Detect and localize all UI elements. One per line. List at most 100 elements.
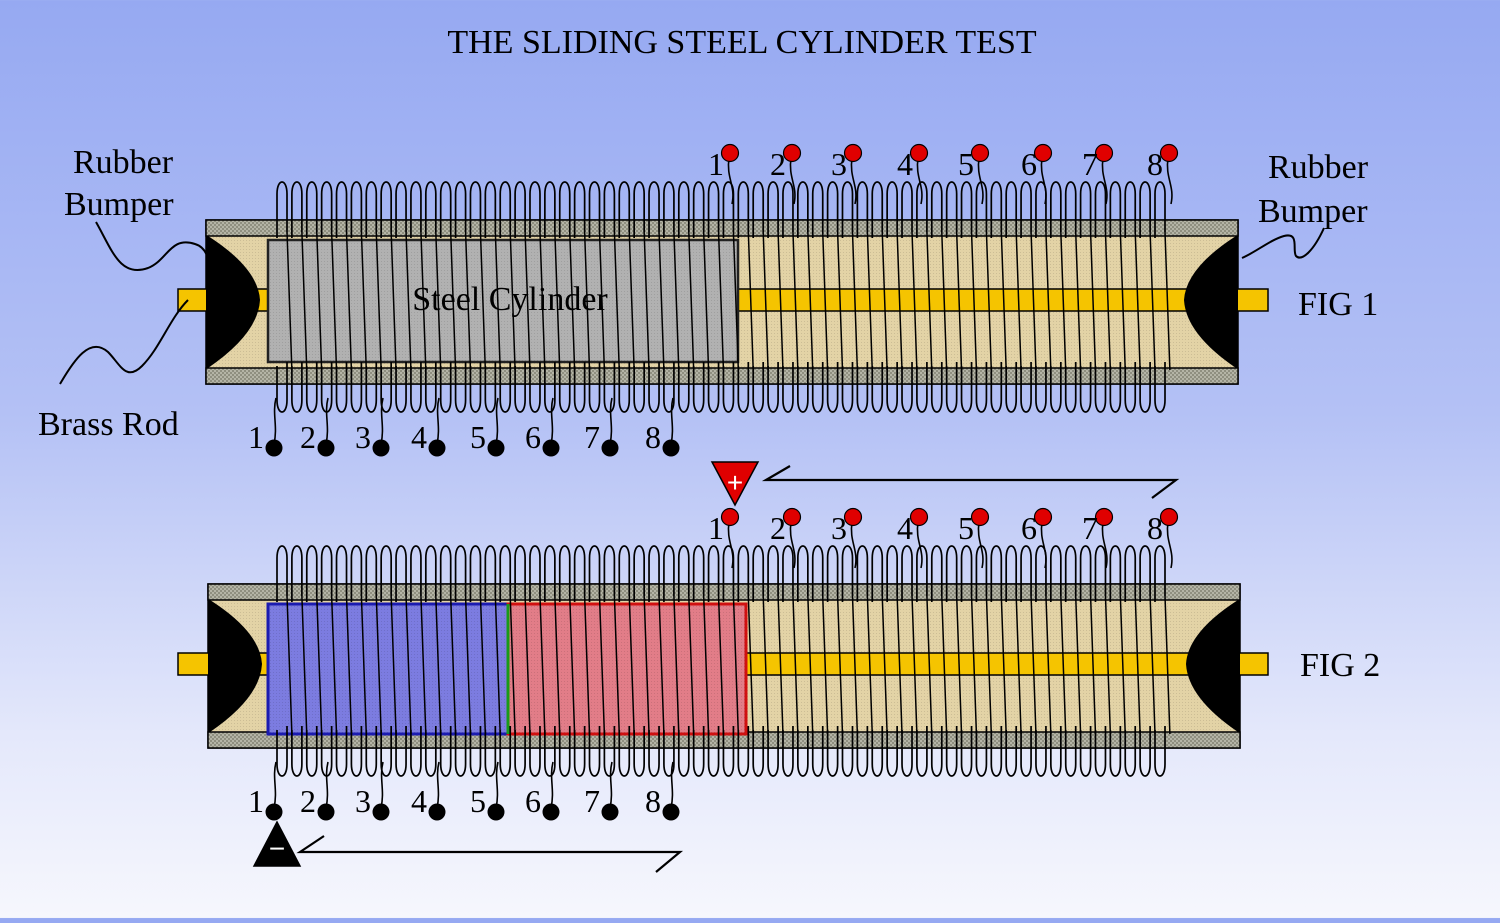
- coil-bottom-loop: [841, 726, 854, 777]
- coil-top-loop: [945, 545, 958, 602]
- coil-top-loop: [365, 181, 378, 238]
- tube-bottom-wall: [205, 367, 1239, 385]
- coil-winding: [301, 231, 308, 371]
- coil-winding: [1060, 231, 1067, 371]
- coil-bottom-loop: [871, 726, 884, 777]
- coil-bottom-loop: [856, 362, 869, 413]
- steel-cylinder-label: Steel Cylinder: [412, 281, 608, 318]
- coil-top-loop: [1094, 545, 1107, 602]
- coil-top-loop: [796, 545, 809, 602]
- coil-bottom-loop: [499, 362, 512, 413]
- bottom-terminal-lead: [670, 397, 674, 445]
- coil-top-loop: [1094, 181, 1107, 238]
- rubber-bumper-left-label-line2: Bumper: [64, 186, 174, 223]
- positive-return-arrow: [761, 465, 1180, 499]
- bottom-terminal-lead: [609, 397, 613, 445]
- coil-winding: [1119, 595, 1126, 735]
- coil-top-loop: [1005, 545, 1018, 602]
- coil-winding: [777, 231, 784, 371]
- bottom-terminal-3: [372, 439, 390, 457]
- brass-rod-label: Brass Rod: [38, 406, 179, 443]
- rubber-bumper-left: [206, 236, 260, 368]
- coil-bottom-loop: [811, 362, 824, 413]
- coil-bottom-loop: [1154, 726, 1166, 777]
- leader-left-bumper: [95, 221, 209, 271]
- coil-top-loop: [1020, 181, 1032, 238]
- coil-winding: [568, 231, 576, 371]
- coil-winding: [1074, 595, 1082, 735]
- coil-winding: [970, 595, 978, 735]
- coil-bottom-loop: [648, 362, 660, 413]
- coil-top-loop: [871, 545, 884, 602]
- coil-bottom-loop: [335, 726, 348, 777]
- coil-bottom-loop: [663, 362, 675, 413]
- coil-top-loop: [1079, 181, 1092, 238]
- coil-bottom-loop: [469, 726, 482, 777]
- coil-winding: [717, 231, 725, 371]
- coil-winding: [509, 595, 516, 735]
- coil-winding: [732, 595, 740, 735]
- coil-bottom-loop: [945, 726, 958, 777]
- bottom-terminal-5: [487, 439, 505, 457]
- coil-bottom-loop: [975, 362, 988, 413]
- coil-bottom-loop: [1064, 726, 1077, 777]
- coil-top-loop: [1064, 181, 1077, 238]
- coil-top-loop: [916, 181, 928, 238]
- bottom-terminal-lead: [670, 761, 674, 809]
- top-terminal-number: 4: [897, 510, 913, 546]
- coil-winding: [405, 231, 412, 371]
- coil-bottom-loop: [1109, 726, 1122, 777]
- coil-bottom-loop: [901, 362, 913, 413]
- coil-bottom-loop: [618, 726, 631, 777]
- top-terminal-1: [720, 507, 740, 527]
- coil-winding: [643, 595, 650, 735]
- coil-top-loop: [484, 545, 497, 602]
- coil-winding: [345, 595, 353, 735]
- bottom-terminal-8: [662, 439, 680, 457]
- top-terminal-lead: [916, 157, 923, 205]
- coil-winding: [435, 231, 442, 371]
- coil-top-loop: [291, 181, 303, 238]
- coil-top-loop: [960, 181, 973, 238]
- coil-winding: [673, 595, 680, 735]
- coil-winding: [420, 231, 427, 371]
- coil-bottom-loop: [841, 362, 854, 413]
- bottom-terminal-number: 2: [300, 419, 316, 455]
- top-terminal-lead: [977, 157, 984, 205]
- coil-winding: [1074, 231, 1082, 371]
- coil-winding: [866, 231, 874, 371]
- coil-top-loop: [886, 545, 898, 602]
- tube-top-wall: [205, 219, 1239, 237]
- coil-top-loop: [1064, 545, 1077, 602]
- bottom-terminal-lead: [609, 761, 613, 809]
- coil-bottom-loop: [439, 726, 452, 777]
- coil-top-loop: [454, 545, 467, 602]
- coil-bottom-loop: [350, 362, 363, 413]
- coil-winding: [598, 231, 606, 371]
- coil-winding: [1134, 595, 1141, 735]
- coil-bottom-loop: [633, 726, 646, 777]
- top-terminal-lead: [1101, 157, 1108, 205]
- coil-bottom-loop: [380, 726, 393, 777]
- coil-bottom-loop: [677, 726, 690, 777]
- coil-top-loop: [558, 545, 571, 602]
- coil-top-loop: [410, 545, 422, 602]
- coil-winding: [851, 231, 859, 371]
- coil-top-loop: [663, 181, 675, 238]
- coil-bottom-loop: [752, 362, 765, 413]
- coil-bottom-loop: [514, 362, 526, 413]
- coil-bottom-loop: [1139, 362, 1151, 413]
- bottom-terminal-6: [542, 439, 560, 457]
- coil-top-loop: [544, 545, 556, 602]
- coil-bottom-loop: [990, 362, 1003, 413]
- coil-bottom-loop: [276, 726, 288, 777]
- coil-top-loop: [737, 545, 750, 602]
- bottom-terminal-7: [601, 803, 619, 821]
- coil-bottom-loop: [1139, 726, 1151, 777]
- bottom-terminal-lead: [380, 397, 384, 445]
- coil-winding: [390, 231, 397, 371]
- coil-winding: [807, 231, 814, 371]
- coil-bottom-loop: [960, 726, 973, 777]
- coil-winding: [524, 595, 531, 735]
- coil-bottom-loop: [291, 726, 303, 777]
